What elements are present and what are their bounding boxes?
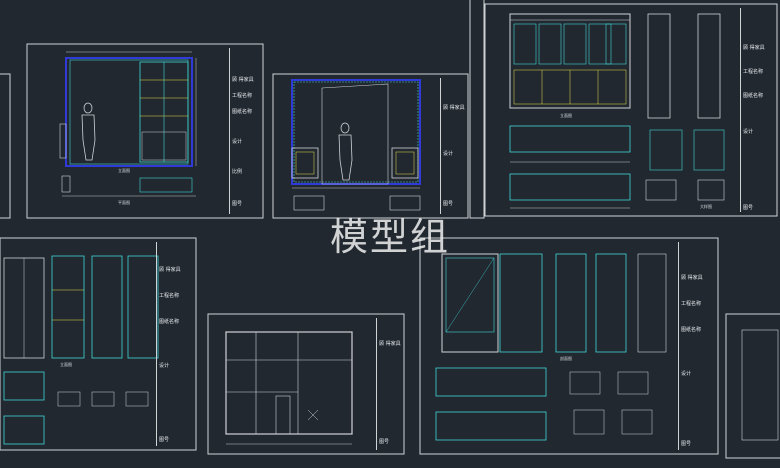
tb-brand: 顾 得家具: [743, 45, 765, 51]
tb-brand: 顾 得家具: [443, 105, 465, 111]
sheet-a: [26, 43, 264, 219]
tb-sheet: 图号: [232, 201, 243, 207]
caption-elevation-a: 立面图: [118, 168, 130, 173]
tb-designer: 设计: [232, 139, 243, 145]
title-block-c: 顾 得家具 工程名称 图纸名称 设计 图号: [740, 8, 775, 212]
tb-drawing: 图纸名称: [743, 93, 764, 99]
tb-drawing: 图纸名称: [159, 319, 180, 325]
title-block-d: 顾 得家具 工程名称 图纸名称 设计 图号: [156, 242, 193, 446]
tb-designer: 设计: [159, 363, 170, 369]
tb-project: 工程名称: [681, 301, 702, 307]
tb-sheet: 图号: [681, 441, 692, 447]
tb-brand: 顾 得家具: [232, 77, 254, 83]
tb-project: 工程名称: [232, 93, 253, 99]
tb-scale: 比例: [232, 169, 243, 175]
tb-brand: 顾 得家具: [159, 267, 181, 273]
caption-elevation-c: 立面图: [60, 362, 72, 367]
tb-sheet: 图号: [159, 437, 170, 443]
tb-drawing: 图纸名称: [232, 109, 253, 115]
sheet-f: [419, 237, 719, 455]
tb-designer: 设计: [443, 151, 454, 157]
tb-designer: 设计: [681, 371, 692, 377]
tb-brand: 顾 得家具: [379, 341, 401, 347]
tb-project: 工程名称: [159, 293, 180, 299]
title-block-b: 顾 得家具 设计 图号: [440, 78, 465, 214]
title-block-e: 顾 得家具 图号: [376, 318, 401, 450]
tb-sheet: 图号: [743, 205, 754, 211]
watermark: 模型组: [329, 215, 450, 259]
tb-designer: 设计: [743, 129, 754, 135]
tb-project: 工程名称: [743, 69, 764, 75]
title-block-a: 顾 得家具 工程名称 图纸名称 设计 比例 图号: [229, 48, 260, 214]
tb-sheet: 图号: [443, 201, 454, 207]
caption-detail: 大样图: [700, 204, 712, 209]
sheet-d: [0, 237, 197, 451]
caption-plan: 平面图: [118, 200, 130, 205]
sheet-b: [272, 73, 469, 219]
sheet-e: [207, 313, 405, 455]
tb-sheet: 图号: [379, 439, 390, 445]
caption-elevation-b: 立面图: [560, 113, 572, 118]
tb-drawing: 图纸名称: [681, 327, 702, 333]
sheet-c: [484, 3, 778, 217]
tb-brand: 顾 得家具: [681, 275, 703, 281]
caption-section: 剖面图: [560, 356, 572, 361]
title-block-f: 顾 得家具 工程名称 图纸名称 设计 图号: [678, 242, 715, 450]
